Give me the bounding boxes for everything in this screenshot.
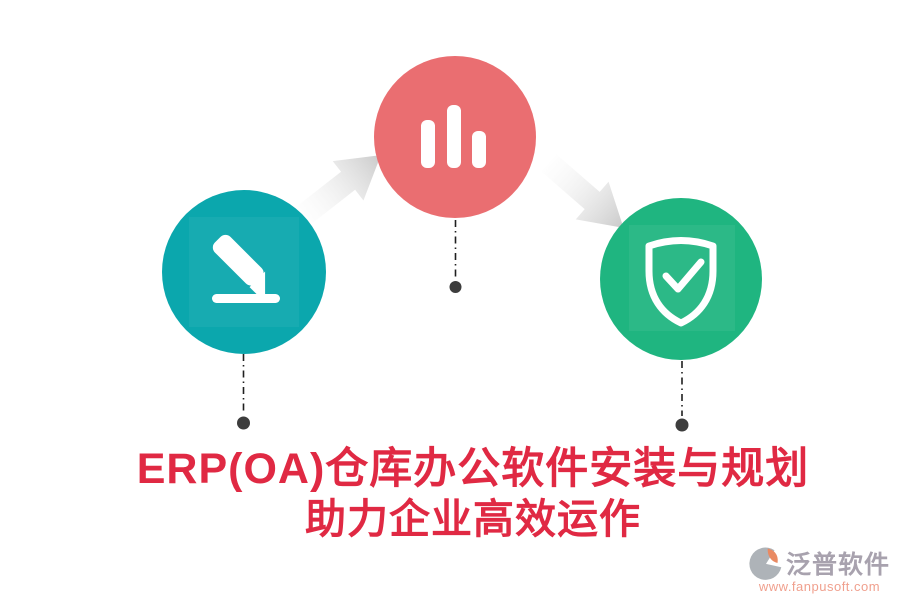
watermark-brand: 泛普软件	[785, 551, 890, 579]
watermark: 泛普软件 www.fanpusoft.com	[749, 545, 890, 594]
fanpu-logo-icon	[749, 547, 782, 580]
arrow-down-right-icon	[541, 154, 624, 228]
pencil-edit-icon	[212, 234, 280, 303]
headline-line1: ERP(OA)仓库办公软件安装与规划	[136, 445, 810, 493]
watermark-url: www.fanpusoft.com	[758, 579, 881, 594]
step-circle-secure	[600, 198, 762, 360]
bar-chart-icon	[421, 105, 486, 168]
headline-line2: 助力企业高效运作	[305, 495, 641, 542]
shield-check-icon	[645, 237, 717, 327]
connector-end-dots	[237, 281, 689, 432]
dashed-connector-lines	[242, 220, 683, 416]
arrow-up-right-icon	[295, 155, 381, 226]
headline: ERP(OA)仓库办公软件安装与规划 助力企业高效运作	[23, 444, 900, 543]
